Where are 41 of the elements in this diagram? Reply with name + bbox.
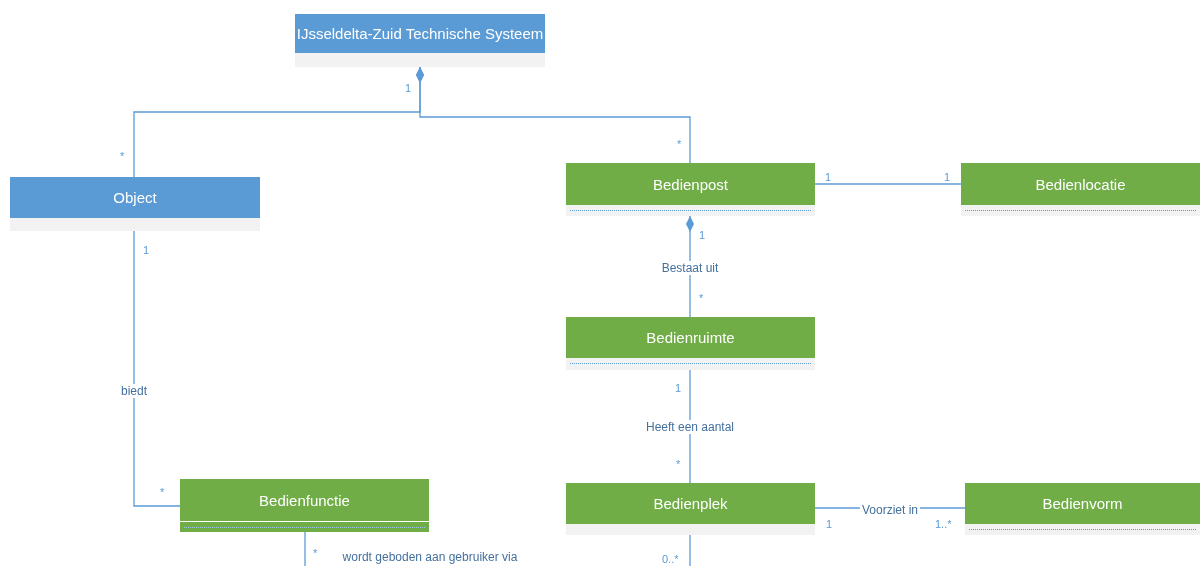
- edge-label: Voorziet in: [860, 503, 920, 517]
- class-box: [566, 317, 815, 370]
- multiplicity-label: 1: [699, 229, 706, 241]
- multiplicity-label: *: [160, 486, 165, 498]
- multiplicity-label: *: [313, 547, 318, 559]
- multiplicity-label: 1..*: [935, 518, 952, 530]
- edge-label: wordt geboden aan gebruiker via: [341, 550, 519, 564]
- association-line: [689, 369, 691, 484]
- class-box: [566, 163, 815, 216]
- multiplicity-label: 0..*: [662, 553, 679, 565]
- class-box: [10, 177, 260, 231]
- class-name: IJsseldelta-Zuid Technische Systeem: [296, 25, 544, 42]
- multiplicity-label: 1: [675, 382, 682, 394]
- multiplicity-label: 1: [405, 82, 412, 94]
- association-line: [689, 534, 691, 566]
- multiplicity-label: *: [677, 138, 682, 150]
- class-box: [295, 14, 545, 67]
- class-name: Bedienfunctie: [259, 491, 350, 509]
- association-line: [814, 183, 962, 185]
- class-box: [566, 483, 815, 535]
- association-line: [304, 531, 306, 566]
- multiplicity-label: *: [120, 150, 125, 162]
- composition-line: [416, 66, 691, 164]
- class-box: [180, 479, 429, 532]
- multiplicity-label: *: [676, 458, 681, 470]
- multiplicity-label: 1: [825, 171, 832, 183]
- edge-label: biedt: [119, 384, 149, 398]
- class-box: [965, 483, 1200, 535]
- class-name: Bedienplek: [653, 495, 728, 512]
- class-box: [961, 163, 1200, 216]
- association-line: [133, 230, 181, 507]
- multiplicity-label: *: [699, 292, 704, 304]
- class-name: Bedienpost: [652, 175, 729, 193]
- multiplicity-label: 1: [944, 171, 951, 183]
- class-name: Object: [113, 189, 157, 206]
- multiplicity-label: 1: [143, 244, 150, 256]
- edge-label: Bestaat uit: [659, 261, 721, 275]
- class-name: Bedienlocatie: [1035, 175, 1126, 193]
- multiplicity-label: 1: [826, 518, 833, 530]
- class-name: Bedienvorm: [1042, 495, 1123, 512]
- class-name: Bedienruimte: [646, 329, 735, 346]
